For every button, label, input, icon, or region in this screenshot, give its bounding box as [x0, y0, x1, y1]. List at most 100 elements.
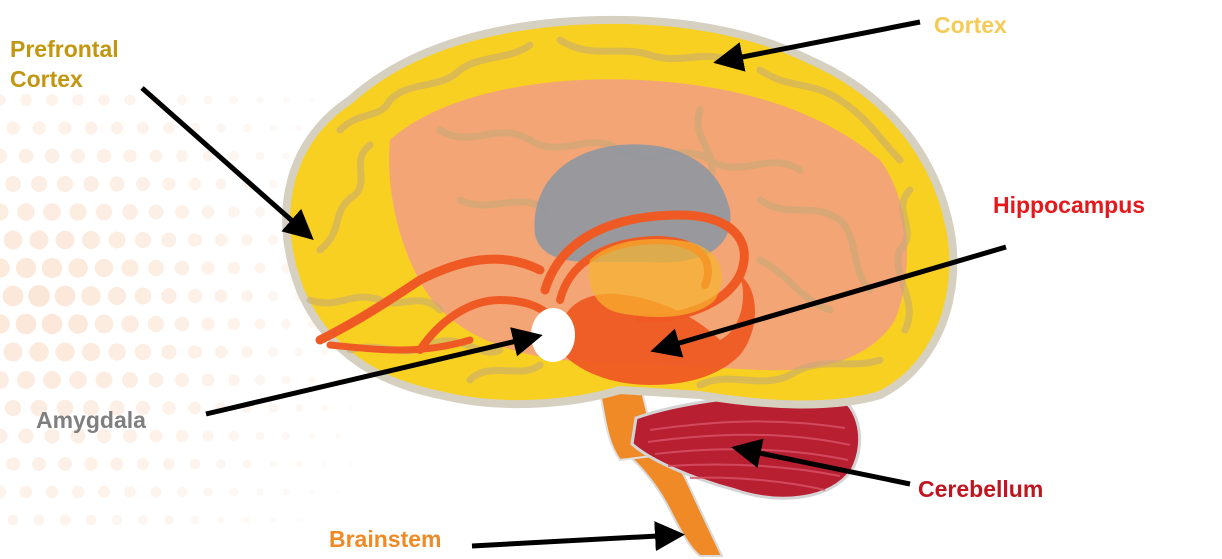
decorative-dot: [46, 486, 58, 498]
decorative-dot: [228, 206, 239, 217]
decorative-dot: [137, 122, 149, 134]
decorative-dot: [230, 488, 238, 496]
decorative-dot: [98, 486, 110, 498]
decorative-dot: [216, 123, 226, 133]
decorative-dot: [243, 460, 252, 469]
decorative-dot: [215, 290, 228, 303]
decorative-dot: [6, 121, 19, 134]
decorative-dot: [55, 342, 74, 361]
decorative-dot: [3, 342, 22, 361]
decorative-dot: [8, 515, 19, 526]
decorative-dot: [215, 346, 228, 359]
decorative-dot: [281, 375, 290, 384]
decorative-dot: [5, 176, 21, 192]
decorative-dot: [321, 348, 329, 356]
decorative-dot: [203, 487, 212, 496]
decorative-dot: [269, 460, 277, 468]
decorative-dot: [255, 319, 266, 330]
decorative-dot: [151, 487, 162, 498]
decorative-dot: [255, 263, 266, 274]
decorative-dot: [86, 515, 97, 526]
decorative-dot: [42, 314, 63, 335]
decorative-dot: [241, 234, 252, 245]
decorative-dot: [244, 517, 251, 524]
decorative-dot: [228, 318, 240, 330]
decorative-dot: [148, 316, 164, 332]
decorative-dot: [296, 517, 301, 522]
decorative-dot: [148, 260, 164, 276]
decorative-dot: [0, 486, 6, 498]
decorative-dot: [137, 458, 149, 470]
decorative-dot: [97, 149, 111, 163]
decorative-dot: [282, 432, 290, 440]
decorative-dot: [229, 431, 239, 441]
arrow-prefrontal: [142, 88, 307, 234]
decorative-dot: [162, 233, 177, 248]
decorative-dot: [0, 314, 10, 334]
decorative-dot: [309, 433, 316, 440]
decorative-dot: [60, 515, 71, 526]
decorative-dot: [58, 121, 71, 134]
decorative-dot: [68, 314, 88, 334]
decorative-dot: [69, 371, 87, 389]
decorative-dot: [269, 124, 277, 132]
decorative-dot: [82, 343, 100, 361]
decorative-dot: [43, 203, 61, 221]
decorative-dot: [295, 404, 303, 412]
label-hippocampus: Hippocampus: [993, 190, 1145, 220]
decorative-dot: [164, 515, 173, 524]
decorative-dot: [136, 177, 150, 191]
decorative-dot: [161, 288, 177, 304]
decorative-dot: [56, 231, 75, 250]
limbic-yellow-fill: [589, 239, 722, 317]
decorative-dot: [121, 259, 138, 276]
decorative-dot: [122, 372, 138, 388]
decorative-dot: [202, 374, 215, 387]
decorative-dot: [188, 233, 202, 247]
decorative-dot: [188, 345, 202, 359]
decorative-dot: [96, 372, 113, 389]
decorative-dot: [191, 516, 200, 525]
decorative-dot: [243, 124, 252, 133]
decorative-dot: [163, 458, 175, 470]
decorative-dot: [175, 205, 189, 219]
decorative-dot: [149, 205, 164, 220]
decorative-dot: [4, 231, 23, 250]
decorative-dot: [296, 461, 303, 468]
arrow-brainstem: [472, 535, 676, 546]
decorative-dot: [335, 433, 341, 439]
decorative-dot: [68, 258, 88, 278]
decorative-dot: [201, 317, 215, 331]
decorative-dot: [109, 176, 124, 191]
decorative-dot: [0, 203, 9, 220]
decorative-dot: [149, 373, 164, 388]
decorative-dot: [163, 122, 174, 133]
decorative-dot: [95, 259, 113, 277]
decorative-dot: [0, 258, 10, 277]
decorative-dot: [268, 235, 278, 245]
label-amygdala: Amygdala: [36, 405, 146, 435]
decorative-dot: [31, 176, 47, 192]
decorative-dot: [201, 261, 214, 274]
decorative-dot: [270, 517, 276, 523]
decorative-dot: [189, 402, 202, 415]
decorative-dot: [228, 262, 240, 274]
label-cerebellum: Cerebellum: [918, 474, 1043, 504]
decorative-dot: [175, 373, 189, 387]
decorative-dot: [230, 96, 238, 104]
decorative-dot: [283, 489, 289, 495]
decorative-dot: [161, 344, 176, 359]
decorative-dot: [0, 429, 7, 444]
decorative-dot: [123, 149, 137, 163]
decorative-dot: [112, 515, 122, 525]
decorative-dot: [177, 95, 187, 105]
decorative-dot: [17, 203, 35, 221]
decorative-dot: [175, 317, 190, 332]
decorative-dot: [16, 258, 36, 278]
decorative-dot: [121, 315, 138, 332]
decorative-dot: [0, 149, 7, 164]
decorative-dot: [256, 488, 263, 495]
decorative-dot: [216, 459, 226, 469]
decorative-dot: [177, 487, 187, 497]
